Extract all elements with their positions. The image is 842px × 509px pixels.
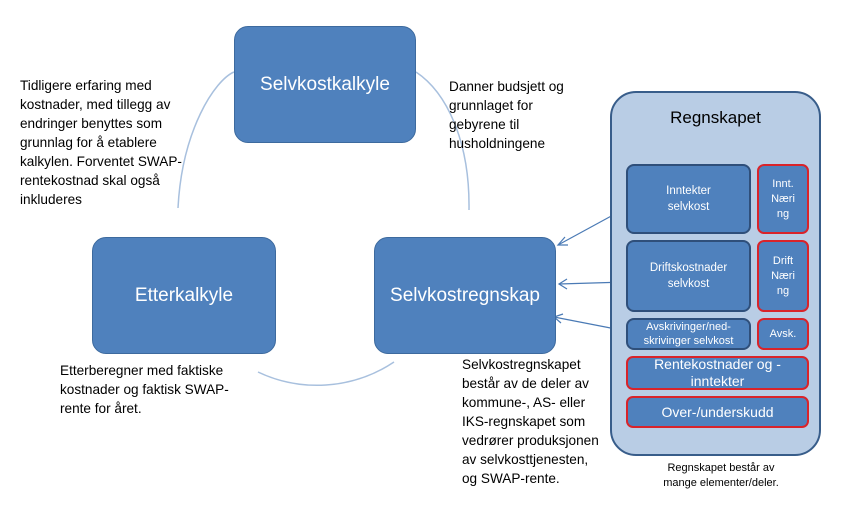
box-innt-naering: Innt. Næri ng xyxy=(757,164,809,234)
box-rentekostnader: Rentekostnader og - inntekter xyxy=(626,356,809,390)
note-bottom-mid: Selvkostregnskapet består av de deler av… xyxy=(462,357,599,486)
cycle-arc-top-right xyxy=(415,71,470,211)
box-inntekter-selvkost: Inntekter selvkost xyxy=(626,164,751,234)
regnskapet-title: Regnskapet xyxy=(670,108,761,127)
box-drift-naering: Drift Næri ng xyxy=(757,240,809,312)
cycle-arc-top-left xyxy=(177,71,235,209)
regnskapet-caption: Regnskapet består av mange elementer/del… xyxy=(663,462,779,489)
node-etterkalkyle: Etterkalkyle xyxy=(92,237,276,354)
box-avsk: Avsk. xyxy=(757,318,809,350)
box-avskrivinger-selvkost: Avskrivinger/ned- skrivinger selvkost xyxy=(626,318,751,350)
cycle-arc-bottom xyxy=(257,361,395,386)
node-selvkostregnskap: Selvkostregnskap xyxy=(374,237,556,354)
node-selvkostkalkyle: Selvkostkalkyle xyxy=(234,26,416,143)
box-over-underskudd: Over-/underskudd xyxy=(626,396,809,428)
box-driftskostnader-selvkost: Driftskostnader selvkost xyxy=(626,240,751,312)
note-top-left: Tidligere erfaring med kostnader, med ti… xyxy=(20,78,182,207)
note-bottom-left: Etterberegner med faktiske kostnader og … xyxy=(60,363,229,416)
note-top-right: Danner budsjett og grunnlaget for gebyre… xyxy=(449,79,564,151)
